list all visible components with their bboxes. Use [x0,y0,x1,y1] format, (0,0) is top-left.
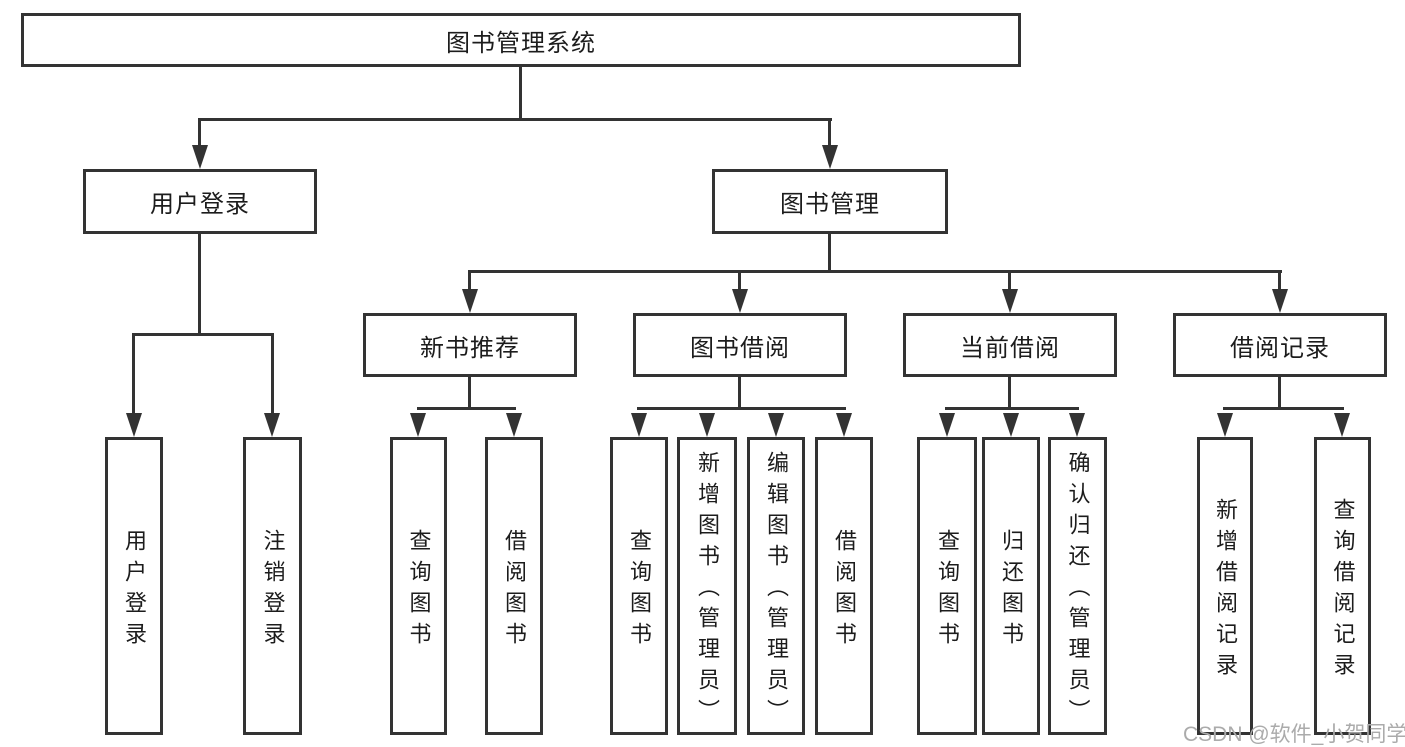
node-current-borrowing: 当前借阅 [903,313,1117,377]
connector-to-current-borrowing [1008,270,1011,294]
leaf-label: 确认归还（管理员） [1065,451,1091,730]
arrowhead-to-query-books-borrowing [631,413,647,437]
arrowhead-to-borrowing-records [1272,289,1288,313]
connector-borrowing-stem [738,375,741,410]
connector-user-login-stem [198,234,201,336]
leaf-label: 用户登录 [122,528,147,653]
connector-to-leaf-user-login [132,333,135,417]
connector-current-stem [1008,375,1011,410]
node-label: 图书管理 [780,191,880,218]
arrowhead-to-add-borrow-record [1217,413,1233,437]
leaf-edit-book-admin: 编辑图书（管理员） [747,437,805,735]
connector-to-borrowing-records [1278,270,1281,294]
arrowhead-to-query-books-current [939,413,955,437]
node-label: 用户登录 [150,191,250,218]
arrowhead-to-query-books-recommendation [410,413,426,437]
node-library-management-system: 图书管理系统 [21,13,1021,67]
leaf-borrow-books-borrowing: 借阅图书 [815,437,873,735]
leaf-label: 查询借阅记录 [1330,497,1356,684]
leaf-label: 借阅图书 [502,528,527,653]
arrowhead-to-book-management [822,145,838,169]
arrowhead-to-book-borrowing [732,289,748,313]
leaf-confirm-return-admin: 确认归还（管理员） [1048,437,1107,735]
leaf-label: 查询图书 [627,528,652,653]
node-label: 借阅记录 [1230,334,1330,362]
connector-to-leaf-logout [271,333,274,417]
arrowhead-to-current-borrowing [1002,289,1018,313]
node-label: 当前借阅 [960,334,1060,362]
connector-to-book-borrowing [738,270,741,294]
csdn-watermark: CSDN @软件_小贺同学 [1183,723,1405,746]
leaf-label: 查询图书 [935,528,960,653]
leaf-query-books-recommendation: 查询图书 [390,437,447,735]
connector-recommendation-stem [468,375,471,410]
arrowhead-to-borrow-books-borrowing [836,413,852,437]
leaf-logout: 注销登录 [243,437,302,735]
leaf-user-login: 用户登录 [105,437,163,735]
connector-records-stem [1278,375,1281,410]
connector-book-management-branch [468,270,1282,273]
leaf-label: 注销登录 [260,528,286,653]
arrowhead-to-new-book-recommendation [462,289,478,313]
leaf-query-books-current: 查询图书 [917,437,977,735]
connector-to-user-login [198,118,201,150]
connector-to-new-book-recommendation [468,270,471,294]
arrowhead-to-leaf-user-login [126,413,142,437]
arrowhead-to-user-login [192,145,208,169]
leaf-borrow-books-recommendation: 借阅图书 [485,437,543,735]
leaf-return-books: 归还图书 [982,437,1040,735]
node-book-borrowing: 图书借阅 [633,313,847,377]
leaf-add-book-admin: 新增图书（管理员） [677,437,737,735]
arrowhead-to-add-book-admin [699,413,715,437]
leaf-label: 新增图书（管理员） [695,451,720,730]
leaf-query-borrow-record: 查询借阅记录 [1314,437,1371,735]
arrowhead-to-confirm-return-admin [1069,413,1085,437]
node-borrowing-records: 借阅记录 [1173,313,1387,377]
connector-recommendation-branch [417,407,516,410]
leaf-label: 查询图书 [406,528,432,653]
connector-to-book-management [828,118,831,150]
node-label: 图书借阅 [690,334,790,362]
node-user-login: 用户登录 [83,169,317,234]
connector-borrowing-branch [637,407,846,410]
arrowhead-to-borrow-books-recommendation [506,413,522,437]
node-label: 图书管理系统 [446,29,596,57]
connector-book-management-stem [828,234,831,273]
leaf-add-borrow-record: 新增借阅记录 [1197,437,1253,735]
arrowhead-to-query-borrow-record [1334,413,1350,437]
leaf-label: 新增借阅记录 [1213,497,1238,684]
connector-root-branch [199,118,832,121]
node-book-management: 图书管理 [712,169,948,234]
arrowhead-to-return-books [1003,413,1019,437]
connector-current-branch [945,407,1079,410]
arrowhead-to-leaf-logout [264,413,280,437]
node-label: 新书推荐 [420,334,520,362]
connector-user-login-branch [132,333,273,336]
leaf-label: 编辑图书（管理员） [764,451,789,730]
connector-root-stem [519,67,522,120]
leaf-query-books-borrowing: 查询图书 [610,437,668,735]
connector-records-branch [1223,407,1344,410]
arrowhead-to-edit-book-admin [768,413,784,437]
leaf-label: 归还图书 [999,528,1024,653]
node-new-book-recommendation: 新书推荐 [363,313,577,377]
leaf-label: 借阅图书 [832,528,857,653]
